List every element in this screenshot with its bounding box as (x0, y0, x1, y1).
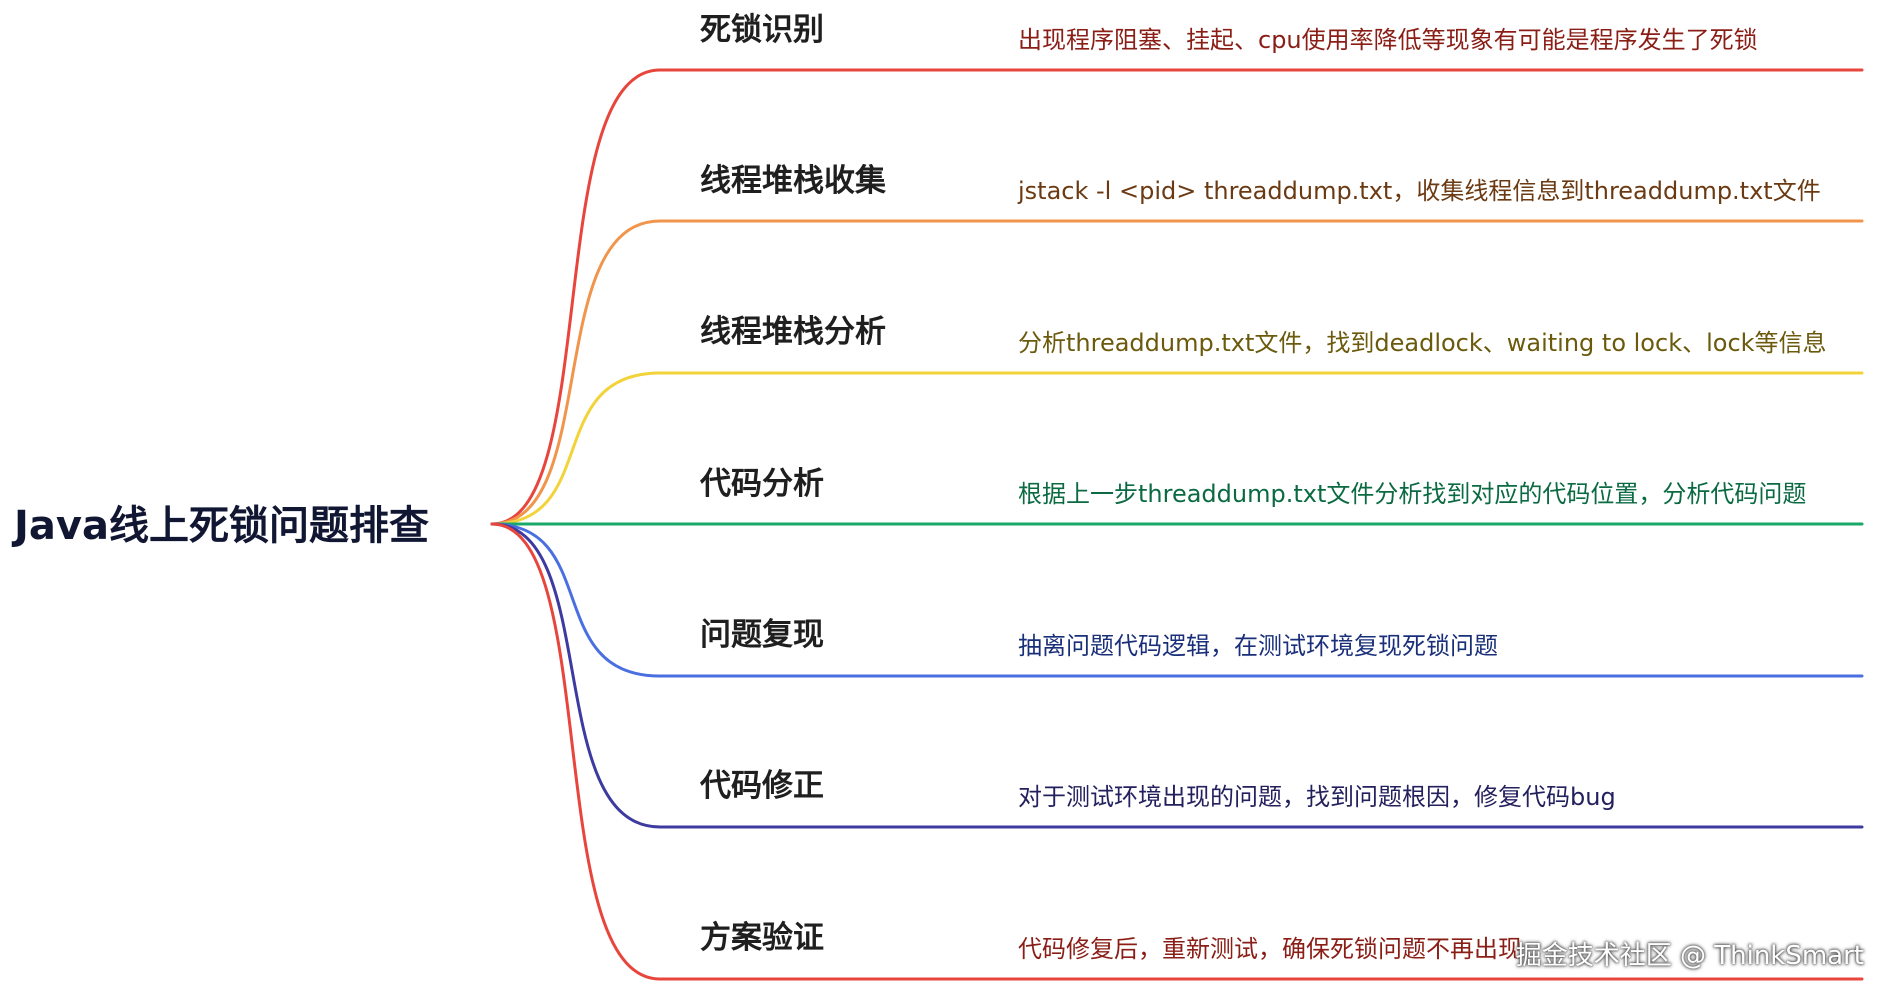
branch-desc-stack-analyze: 分析threaddump.txt文件，找到deadlock、waiting to… (1018, 329, 1827, 357)
branch-desc-code-analyze: 根据上一步threaddump.txt文件分析找到对应的代码位置，分析代码问题 (1018, 480, 1807, 508)
root-title: Java线上死锁问题排查 (14, 503, 429, 549)
branch-label-stack-collect: 线程堆栈收集 (700, 163, 886, 199)
branch-desc-code-fix: 对于测试环境出现的问题，找到问题根因，修复代码bug (1018, 783, 1616, 811)
branch-label-reproduce: 问题复现 (700, 617, 824, 653)
branch-label-verify: 方案验证 (700, 920, 824, 956)
connector-deadlock-identify (490, 68, 1864, 526)
branch-label-deadlock-identify: 死锁识别 (700, 12, 824, 48)
branch-desc-stack-collect: jstack -l <pid> threaddump.txt，收集线程信息到th… (1018, 177, 1821, 205)
connector-verify (490, 522, 1864, 981)
branch-desc-reproduce: 抽离问题代码逻辑，在测试环境复现死锁问题 (1018, 632, 1498, 660)
branch-label-stack-analyze: 线程堆栈分析 (700, 314, 886, 350)
branch-desc-deadlock-identify: 出现程序阻塞、挂起、cpu使用率降低等现象有可能是程序发生了死锁 (1018, 26, 1758, 54)
connector-code-fix (490, 522, 1864, 829)
branch-label-code-analyze: 代码分析 (700, 466, 824, 502)
branch-desc-verify: 代码修复后，重新测试，确保死锁问题不再出现 (1018, 935, 1522, 963)
connector-stack-analyze (490, 371, 1864, 526)
connector-reproduce (490, 522, 1864, 678)
watermark: 掘金技术社区 @ ThinkSmart (1515, 941, 1864, 971)
connector-stack-collect (490, 219, 1864, 526)
branch-label-code-fix: 代码修正 (700, 768, 824, 804)
